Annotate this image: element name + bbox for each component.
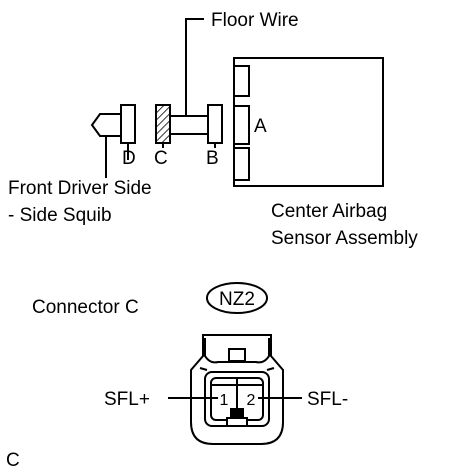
sensor-socket-top xyxy=(233,65,250,97)
connector-c xyxy=(155,104,171,144)
center-airbag-sensor xyxy=(233,57,384,187)
floor-wire-harness xyxy=(169,115,209,135)
floor-wire-leader xyxy=(185,18,204,108)
sensor-socket-bottom xyxy=(233,147,250,181)
pin-1-label: 1 xyxy=(220,392,229,409)
connector-code-text: NZ2 xyxy=(219,289,255,310)
connector-c-label: C xyxy=(154,148,168,169)
connector-code-badge xyxy=(206,282,268,314)
connector-c-title: Connector C xyxy=(32,297,139,318)
housing-shoulder-left xyxy=(199,367,208,371)
sensor-socket-a xyxy=(233,105,250,145)
floor-wire-label: Floor Wire xyxy=(211,10,299,31)
sensor-label-line1: Center Airbag xyxy=(271,201,387,222)
sfl-plus-label: SFL+ xyxy=(104,389,150,410)
pin-2-label: 2 xyxy=(247,392,256,409)
latch-tab xyxy=(228,348,246,362)
housing-shoulder-right xyxy=(266,367,275,371)
connector-housing xyxy=(190,334,284,445)
squib-label-line1: Front Driver Side xyxy=(8,178,152,199)
connector-a-label: A xyxy=(254,116,267,137)
squib-label-line2: - Side Squib xyxy=(8,205,112,226)
connector-d-label: D xyxy=(122,148,136,169)
sensor-label-line2: Sensor Assembly xyxy=(271,228,418,249)
connector-b xyxy=(207,104,223,144)
connector-b-label: B xyxy=(206,148,219,169)
connector-key xyxy=(230,408,244,418)
figure-code: C xyxy=(6,450,20,471)
sfl-minus-label: SFL- xyxy=(307,389,348,410)
connector-d xyxy=(120,104,136,144)
squib-plug-tip xyxy=(90,113,121,137)
connector-key-outline xyxy=(226,417,248,427)
